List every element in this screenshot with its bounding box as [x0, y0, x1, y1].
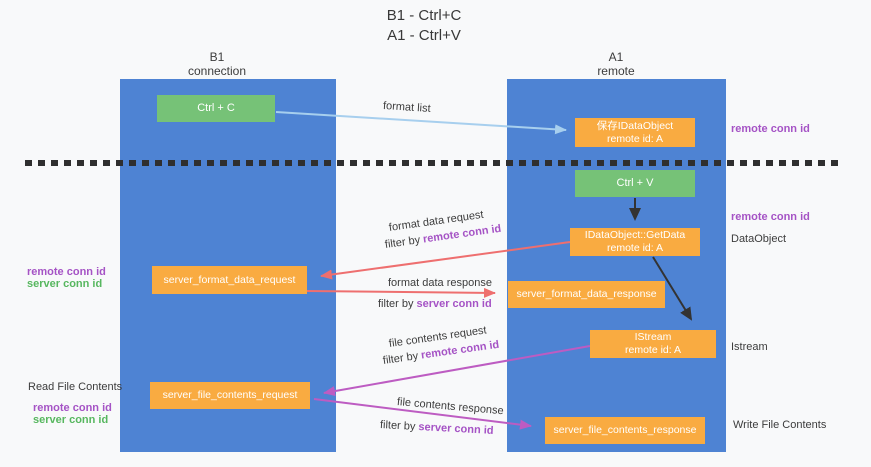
column-header-b1: B1 connection	[147, 50, 287, 78]
remote-conn-id-label-right: remote conn id	[731, 211, 810, 223]
save-idataobject-box: 保存IDataObject remote id: A	[575, 118, 695, 147]
column-header-a1: A1 remote	[546, 50, 686, 78]
column-b1-name: B1	[209, 50, 225, 64]
getdata-line1: IDataObject::GetData	[584, 229, 686, 241]
istream-line1: IStream	[634, 331, 672, 343]
diagram-title: B1 - Ctrl+C A1 - Ctrl+V	[324, 6, 524, 46]
server-file-contents-request-box: server_file_contents_request	[150, 382, 310, 409]
istream-box: IStream remote id: A	[590, 330, 716, 358]
server-file-contents-response-box: server_file_contents_response	[545, 417, 705, 444]
diagram-title-line2: A1 - Ctrl+V	[387, 27, 461, 44]
remote-conn-id-label-top-right: remote conn id	[731, 123, 810, 135]
server-file-contents-response-label: server_file_contents_response	[553, 424, 697, 436]
server-conn-id-text: server conn id	[416, 298, 492, 310]
dataobject-label: DataObject	[731, 233, 787, 245]
column-b1-subtitle: connection	[187, 64, 247, 78]
ctrl-c-box: Ctrl + C	[157, 95, 275, 122]
save-idataobject-line2: remote id: A	[606, 132, 664, 145]
remote-conn-id-label-left-2: remote conn id	[33, 402, 112, 414]
server-format-data-response-label: server_format_data_response	[516, 288, 657, 300]
ctrl-v-label: Ctrl + V	[616, 177, 654, 189]
server-conn-id-label-left-2: server conn id	[33, 414, 109, 426]
getdata-line2: remote id: A	[606, 242, 664, 254]
server-conn-id-text: server conn id	[418, 421, 494, 437]
server-format-data-response-box: server_format_data_response	[508, 281, 665, 308]
read-file-contents-label: Read File Contents	[28, 381, 123, 393]
remote-conn-id-label-left-1: remote conn id	[27, 266, 106, 278]
format-data-response-arrow-label: format data response	[388, 277, 492, 289]
write-file-contents-label: Write File Contents	[733, 419, 827, 431]
istream-line2: remote id: A	[624, 344, 682, 356]
ctrl-v-box: Ctrl + V	[575, 170, 695, 197]
idataobject-getdata-box: IDataObject::GetData remote id: A	[570, 228, 700, 256]
filter-by-text: filter by	[379, 419, 416, 433]
diagram-title-line1: B1 - Ctrl+C	[386, 7, 462, 24]
server-file-contents-request-label: server_file_contents_request	[162, 389, 298, 401]
column-a1-name: A1	[608, 50, 624, 64]
filter-by-text: filter by	[384, 234, 421, 251]
filter-by-text: filter by	[382, 350, 419, 367]
file-contents-response-arrow-label: file contents response	[396, 396, 505, 418]
format-list-arrow-label: format list	[382, 100, 431, 115]
filter-by-text: filter by	[378, 298, 414, 310]
ctrl-c-label: Ctrl + C	[197, 102, 235, 114]
server-format-data-request-box: server_format_data_request	[152, 266, 307, 294]
column-a1-subtitle: remote	[597, 64, 635, 78]
istream-side-label: Istream	[731, 341, 768, 353]
server-format-data-request-label: server_format_data_request	[163, 273, 296, 286]
save-idataobject-line1: 保存IDataObject	[596, 119, 674, 132]
server-conn-id-label-left-1: server conn id	[27, 278, 103, 290]
